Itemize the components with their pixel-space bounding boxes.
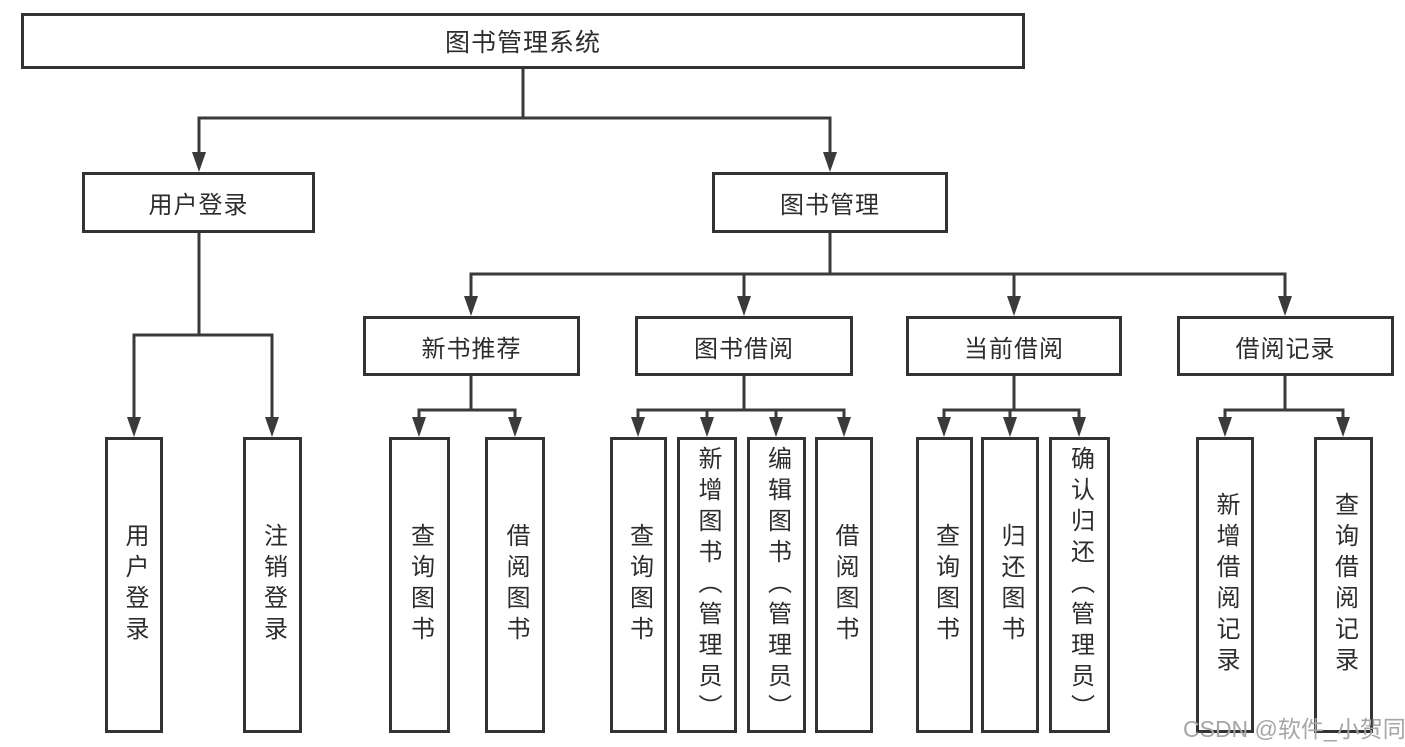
leaf-borrow-books-recommend: 借阅图书 <box>485 437 545 733</box>
leaf-edit-books-admin: 编辑图书（管理员） <box>747 437 806 733</box>
leaf-add-borrow-record: 新增借阅记录 <box>1196 437 1254 733</box>
arrowhead <box>1007 296 1021 316</box>
node-label: 查询图书 <box>931 523 959 647</box>
arrowhead <box>1336 417 1350 437</box>
connector-user-login <box>132 233 274 418</box>
node-borrowing-records: 借阅记录 <box>1177 316 1394 376</box>
leaf-query-borrow-record: 查询借阅记录 <box>1314 437 1373 733</box>
node-label: 图书借阅 <box>694 335 794 363</box>
connector-current-borrowing <box>942 376 1081 418</box>
arrowhead <box>508 417 522 437</box>
arrowhead <box>127 417 141 437</box>
node-book-borrowing: 图书借阅 <box>635 316 853 376</box>
node-label: 用户登录 <box>148 192 249 219</box>
leaf-add-books-admin: 新增图书（管理员） <box>677 437 737 733</box>
node-library-system: 图书管理系统 <box>21 13 1025 69</box>
node-label: 当前借阅 <box>964 335 1064 363</box>
arrowhead <box>192 152 206 172</box>
arrowhead <box>837 417 851 437</box>
node-label: 借阅记录 <box>1235 335 1336 363</box>
arrowhead <box>769 417 783 437</box>
node-user-login: 用户登录 <box>82 172 315 233</box>
node-current-borrowing: 当前借阅 <box>906 316 1122 376</box>
arrowhead <box>700 417 714 437</box>
leaf-user-login: 用户登录 <box>105 437 163 733</box>
connector-new-book-recommend <box>417 376 517 418</box>
node-label: 图书管理系统 <box>444 29 601 57</box>
arrowhead <box>464 296 478 316</box>
node-label: 确认归还（管理员） <box>1066 445 1094 725</box>
node-label: 注销登录 <box>259 523 287 647</box>
node-label: 用户登录 <box>121 523 148 647</box>
watermark: CSDN @软件_小贺同学 <box>1183 716 1405 742</box>
leaf-return-books: 归还图书 <box>981 437 1039 733</box>
connector-root <box>197 69 832 154</box>
arrowhead <box>412 417 426 437</box>
leaf-query-books-recommend: 查询图书 <box>389 437 450 733</box>
node-label: 新增图书（管理员） <box>694 445 721 725</box>
arrowhead <box>1072 417 1086 437</box>
node-label: 新书推荐 <box>421 335 522 363</box>
connector-book-borrowing <box>636 376 846 418</box>
node-label: 借阅图书 <box>831 523 858 647</box>
leaf-query-books-current: 查询图书 <box>916 437 973 733</box>
arrowhead <box>823 152 837 172</box>
arrowhead <box>737 296 751 316</box>
leaf-query-books-borrowing: 查询图书 <box>610 437 667 733</box>
node-label: 查询借阅记录 <box>1330 492 1358 678</box>
node-label: 归还图书 <box>997 523 1024 647</box>
node-book-management: 图书管理 <box>712 172 948 233</box>
leaf-confirm-return-admin: 确认归还（管理员） <box>1049 437 1110 733</box>
arrowhead <box>937 417 951 437</box>
node-label: 图书管理 <box>780 192 880 219</box>
arrowhead <box>265 417 279 437</box>
leaf-borrow-books-borrowing: 借阅图书 <box>815 437 873 733</box>
node-label: 编辑图书（管理员） <box>763 445 791 725</box>
node-label: 查询图书 <box>406 523 434 647</box>
arrowhead <box>1278 296 1292 316</box>
arrowhead <box>1003 417 1017 437</box>
node-new-book-recommend: 新书推荐 <box>363 316 580 376</box>
node-label: 新增借阅记录 <box>1212 492 1239 678</box>
arrowhead <box>1218 417 1232 437</box>
connector-borrowing-records <box>1223 376 1345 418</box>
connector-book-management <box>469 233 1287 296</box>
leaf-logout: 注销登录 <box>243 437 302 733</box>
node-label: 借阅图书 <box>502 523 529 647</box>
node-label: 查询图书 <box>625 523 653 647</box>
arrowhead <box>631 417 645 437</box>
